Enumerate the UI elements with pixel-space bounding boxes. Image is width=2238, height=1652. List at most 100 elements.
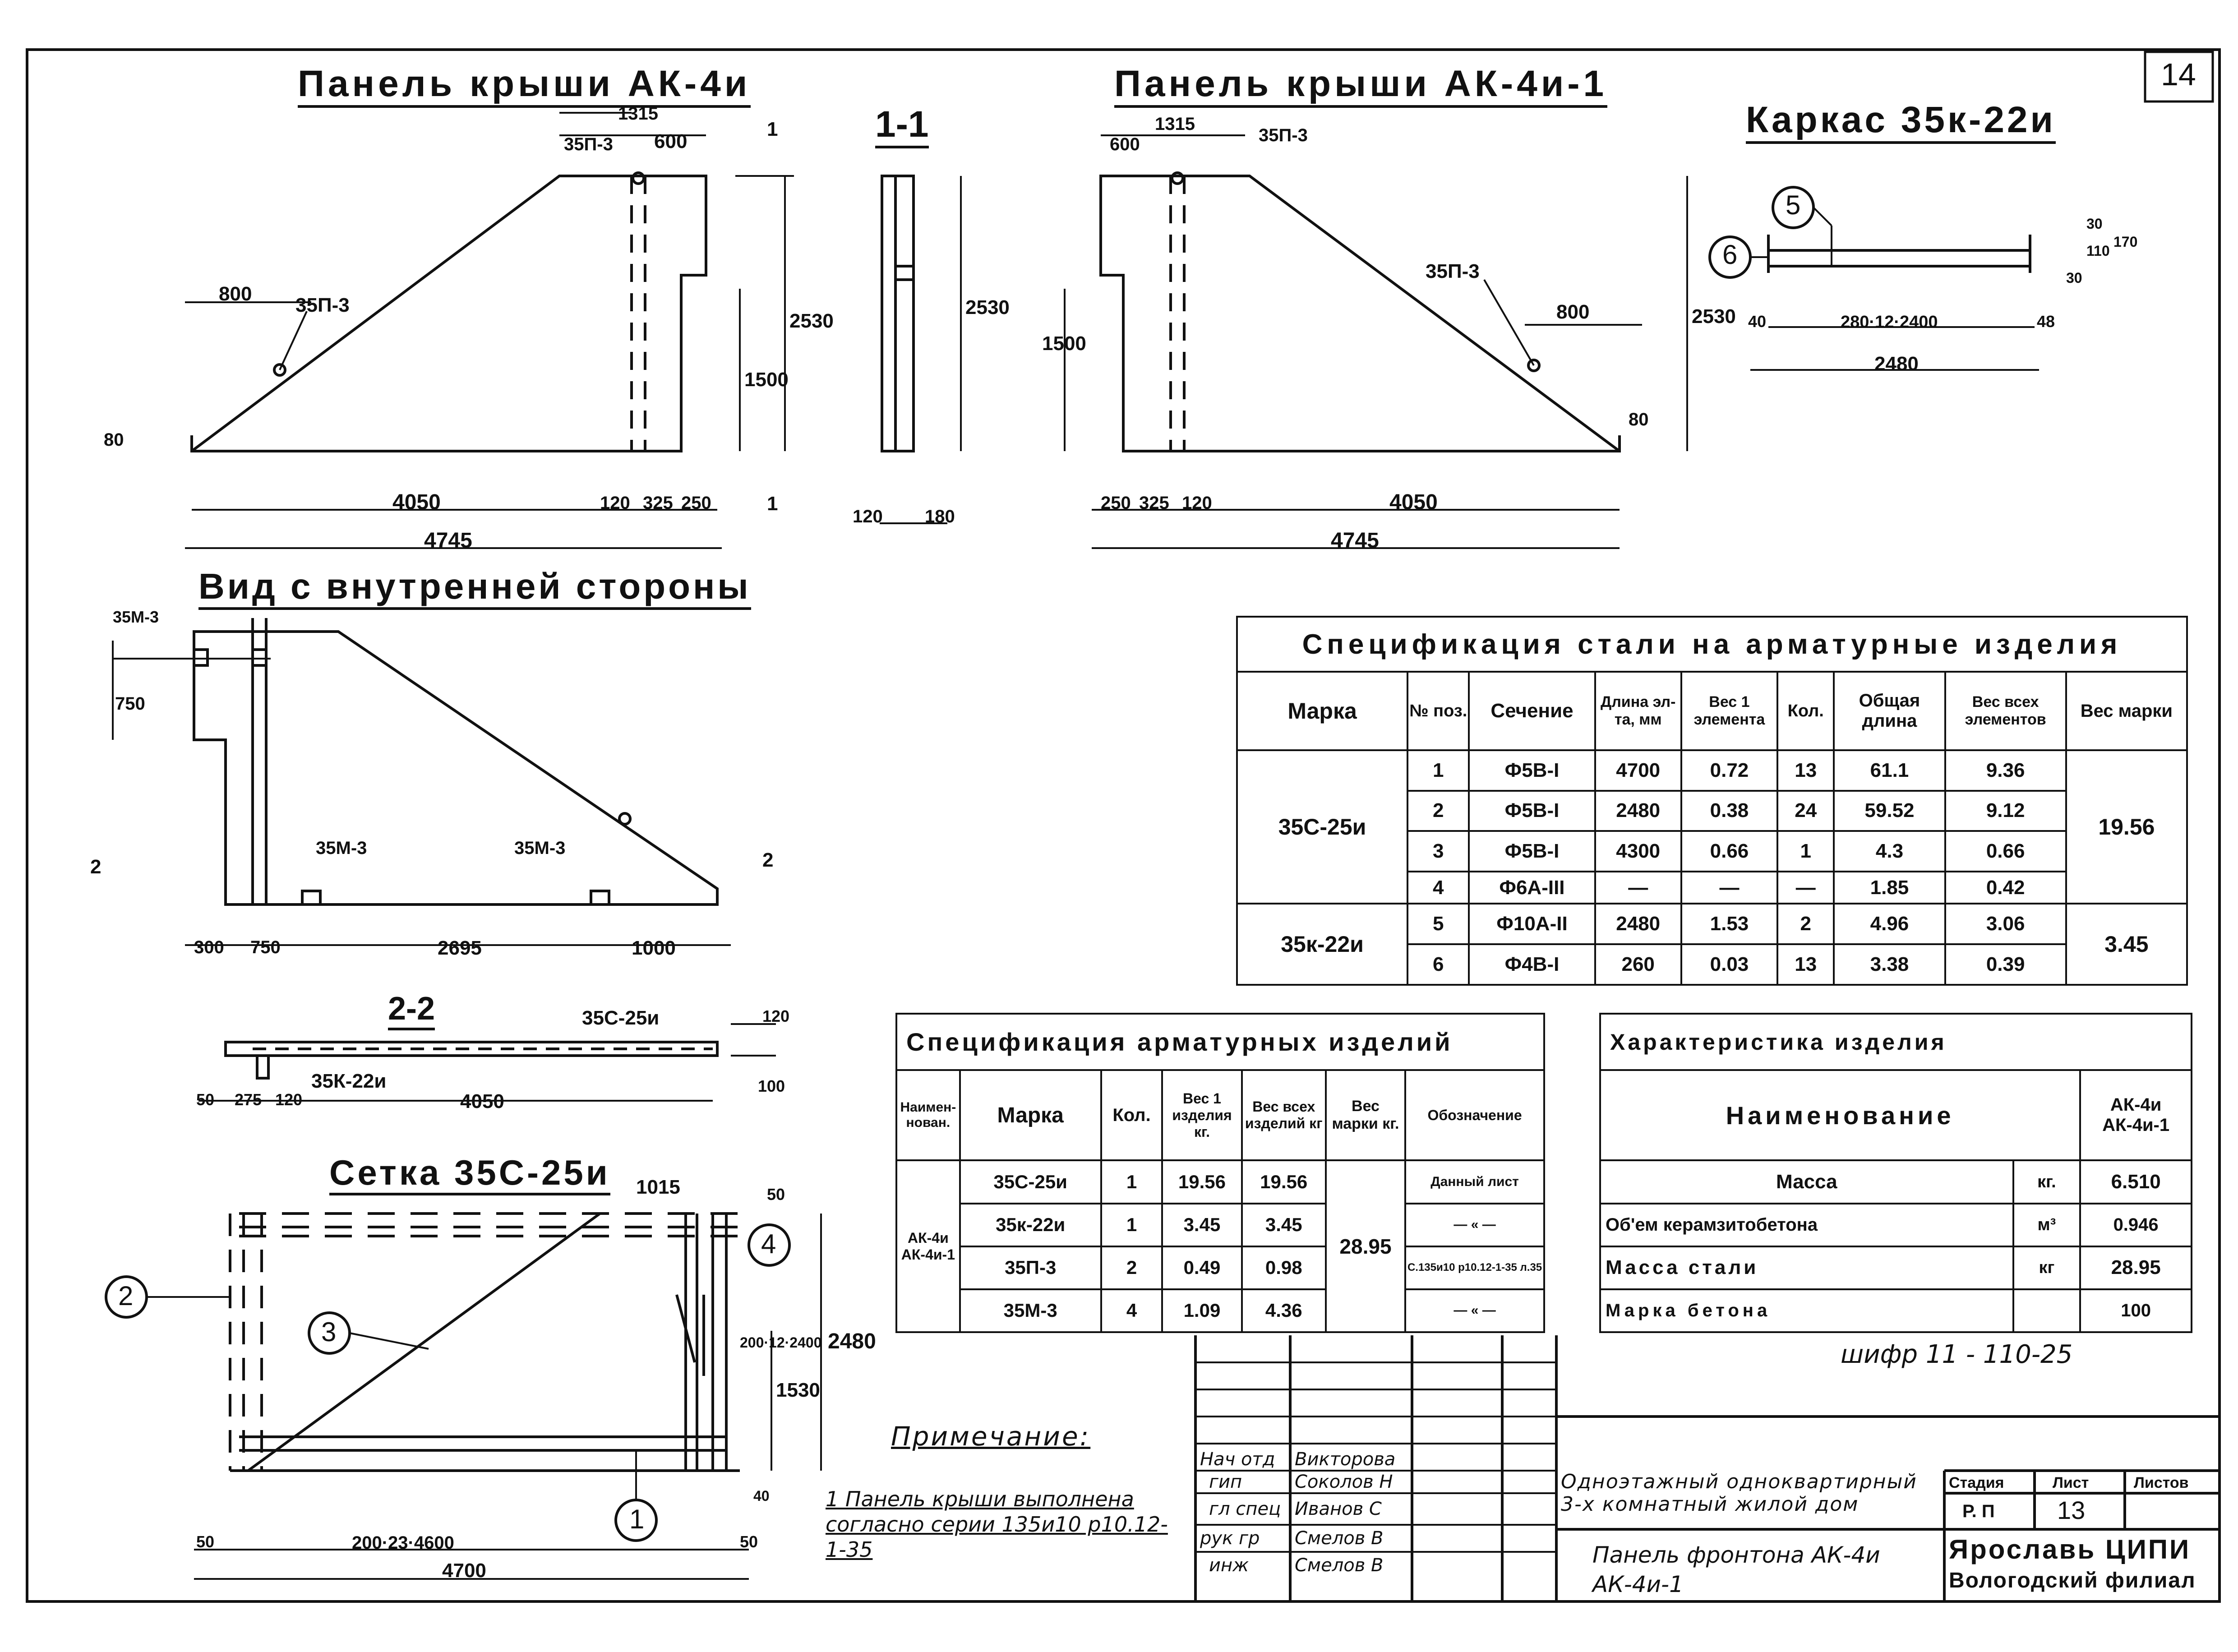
dim-label: 30 — [2086, 216, 2103, 232]
cell: — — [1680, 871, 1779, 905]
signature-role: инж — [1209, 1555, 1249, 1576]
table-row: 35М-3 4 1.09 4.36 — « — — [896, 1288, 1545, 1334]
mesh-pos-1: 1 — [629, 1504, 645, 1534]
dim-label: 2530 — [789, 310, 834, 332]
cell: Об'ем керамзитобетона — [1599, 1202, 2014, 1247]
product-name-cell: АК-4и АК-4и-1 — [895, 1159, 961, 1333]
mark-cell: 35к-22и — [1236, 903, 1409, 986]
col-header: Общая длина — [1833, 671, 1946, 751]
mesh-pos-3: 3 — [321, 1317, 337, 1347]
dim-label: 275 — [235, 1090, 262, 1109]
cell: кг. — [2012, 1159, 2081, 1204]
cell: Ф4В-I — [1468, 943, 1596, 986]
dim-label: 1530 — [776, 1379, 820, 1401]
cell: 2480 — [1594, 789, 1682, 832]
cell: 3.06 — [1944, 903, 2067, 946]
col-header: АК-4и АК-4и-1 — [2079, 1069, 2192, 1162]
dim-label: 250 — [1101, 493, 1131, 513]
cell: 19.56 — [1161, 1159, 1243, 1204]
cell: 0.72 — [1680, 749, 1779, 792]
cell: 3.38 — [1833, 943, 1946, 986]
section-2-2-title: 2-2 — [388, 992, 435, 1030]
frame-title: Каркас 35к-22и — [1746, 102, 2056, 144]
dim-label: 600 — [1110, 134, 1140, 154]
panel-ak4-1-drawing — [1064, 134, 1688, 549]
col-header: № поз. — [1407, 671, 1470, 751]
cell: 1.09 — [1161, 1288, 1243, 1334]
table-row: 3 Ф5В-I 4300 0.66 1 4.3 0.66 — [1237, 830, 2187, 873]
dim-label: 35П-3 — [1426, 260, 1480, 282]
characteristics-title: Характеристика изделия — [1599, 1012, 2192, 1071]
dim-label: 4745 — [1331, 529, 1379, 553]
cell: 24 — [1777, 789, 1835, 832]
cell: 35к-22и — [959, 1202, 1102, 1247]
cipher-label: шифр 11 - 110-25 — [1841, 1340, 2073, 1369]
cell: 4.3 — [1833, 830, 1946, 873]
cell: 59.52 — [1833, 789, 1946, 832]
cell: — — [1777, 871, 1835, 905]
dim-label: 2530 — [965, 296, 1010, 318]
col-header: Вес 1 изделия кг. — [1161, 1069, 1243, 1162]
signature-name: Соколов Н — [1295, 1472, 1393, 1492]
section-label: 35К-22и — [311, 1070, 387, 1092]
col-header: Обозначение — [1404, 1069, 1545, 1162]
total-weight-cell: 28.95 — [1324, 1159, 1407, 1333]
signature-name: Смелов В — [1295, 1555, 1384, 1576]
col-header: Наимен-нован. — [895, 1069, 961, 1162]
cell: 2 — [1777, 903, 1835, 946]
dim-label: 200·23·4600 — [352, 1533, 454, 1553]
col-header: Сечение — [1468, 671, 1596, 751]
dim-label: 50 — [740, 1532, 758, 1551]
cell: 3 — [1407, 830, 1470, 873]
stage-label: Стадия — [1949, 1474, 2004, 1491]
dim-label: 4745 — [424, 529, 472, 553]
cell: Масса стали — [1599, 1245, 2014, 1290]
dim-label: 120 — [275, 1090, 303, 1109]
cell: 35П-3 — [959, 1245, 1102, 1290]
inner-view-drawing — [112, 618, 731, 946]
inner-view-title: Вид с внутренней стороны — [198, 568, 751, 610]
dim-label: 200·12·2400 — [740, 1334, 822, 1351]
dim-label: 50 — [196, 1090, 215, 1109]
cell: Ф5В-I — [1468, 789, 1596, 832]
table-row: 35к-22и 1 3.45 3.45 — « — — [896, 1202, 1545, 1247]
dim-label: 50 — [196, 1532, 215, 1551]
cell: 260 — [1594, 943, 1682, 986]
cell: 1 — [1100, 1202, 1163, 1247]
cell: Масса — [1599, 1159, 2014, 1204]
dim-label: 250 — [681, 493, 711, 513]
sheet-border — [26, 48, 2221, 1603]
dim-label: 2480 — [1874, 353, 1919, 375]
cell: 1 — [1407, 749, 1470, 792]
col-header: Кол. — [1777, 671, 1835, 751]
col-header: Вес марки — [2065, 671, 2188, 751]
dim-label: 1315 — [1155, 114, 1195, 134]
col-header: Марка — [959, 1069, 1102, 1162]
cell: 4.36 — [1241, 1288, 1327, 1334]
note-text: 1 Панель крыши выполнена согласно серии … — [826, 1487, 1168, 1562]
cell: Ф5В-I — [1468, 749, 1596, 792]
col-header: Вес всех изделий кг — [1241, 1069, 1327, 1162]
col-header: Кол. — [1100, 1069, 1163, 1162]
col-header: Марка — [1236, 671, 1409, 751]
dim-label: 4050 — [460, 1090, 504, 1112]
sheet-value: 13 — [2057, 1496, 2086, 1524]
dim-label: 1315 — [618, 104, 658, 124]
dim-label: 325 — [643, 493, 673, 513]
table-row: 35С-25и 1 Ф5В-I 4700 0.72 13 61.1 9.36 1… — [1236, 749, 2188, 905]
note-title: Примечание: — [891, 1421, 1091, 1452]
cell: 2 — [1100, 1245, 1163, 1290]
cell: 61.1 — [1833, 749, 1946, 792]
cell: 0.39 — [1944, 943, 2067, 986]
dim-label: 120 — [600, 493, 630, 513]
dim-label: 48 — [2037, 312, 2055, 331]
cell: 5 — [1407, 903, 1470, 946]
dim-label: 40 — [753, 1488, 770, 1504]
dim-label: 4050 — [392, 490, 441, 514]
dim-label: 800 — [219, 283, 252, 305]
cell: 2480 — [1594, 903, 1682, 946]
table-row: Масса кг. 6.510 — [1599, 1159, 2192, 1204]
cell: 1.53 — [1680, 903, 1779, 946]
dim-label: 2480 — [828, 1329, 876, 1353]
cell: Ф10А-II — [1468, 903, 1596, 946]
